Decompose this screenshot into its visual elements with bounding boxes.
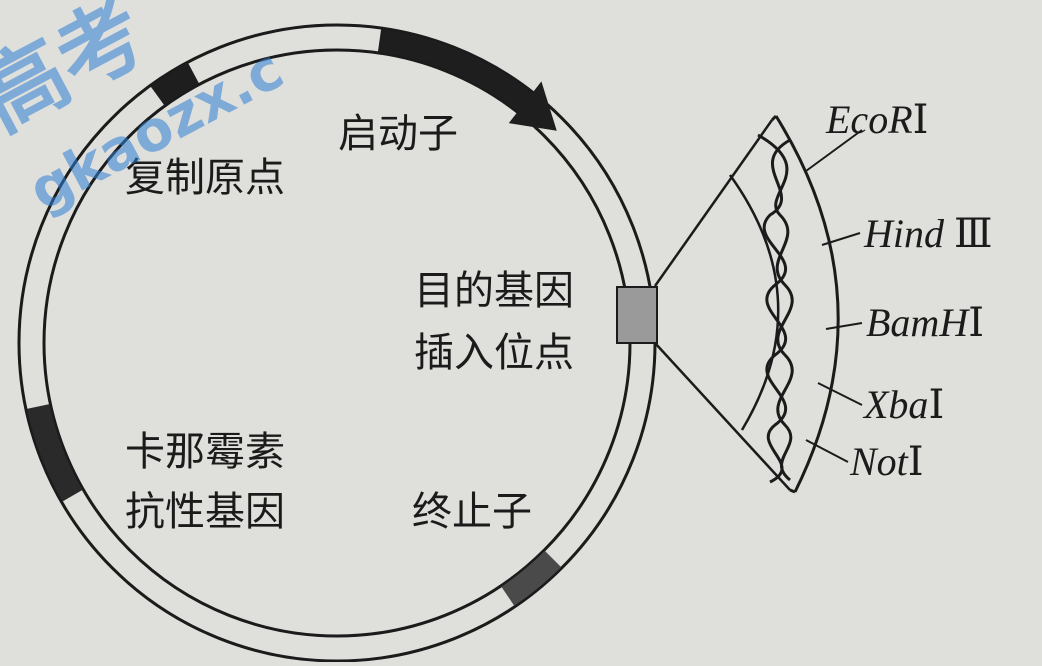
callout-inner-arc [728,174,780,431]
xbai-pointer [817,382,863,406]
promoter-marker [377,29,541,118]
promoter-arrowhead [508,81,557,131]
insertion-site-box [616,286,658,344]
promoter-label: 启动子 [338,111,458,157]
restriction-site-xbai: XbaⅠ [862,382,944,427]
kanamycin-label-line1: 卡那霉素 [125,429,285,475]
ori-marker [150,63,199,106]
terminator-label: 终止子 [412,489,532,535]
restriction-site-ecori: EcoRⅠ [825,97,928,142]
insertion-site-label-line2: 插入位点 [414,330,574,376]
restriction-site-noti: NotⅠ [849,439,924,484]
terminator-marker [501,550,562,606]
kanamycin-resistance-marker [26,404,83,502]
hindiii-pointer [821,232,861,246]
callout-outer-arc [774,115,840,493]
dna-strand-b [762,138,791,484]
callout-bottom-edge [789,488,796,494]
zoom-line-bottom [654,342,791,491]
zoom-line-top [653,119,774,287]
insertion-site-label-line1: 目的基因 [414,268,574,314]
noti-pointer [805,439,849,463]
dna-strand-a [757,133,794,482]
restriction-site-bamhi: BamHⅠ [866,300,984,345]
ecori-pointer [805,129,863,172]
callout-top-edge [770,114,778,122]
bamhi-pointer [825,322,863,330]
kanamycin-label-line2: 抗性基因 [125,489,285,535]
ori-label: 复制原点 [125,155,285,201]
